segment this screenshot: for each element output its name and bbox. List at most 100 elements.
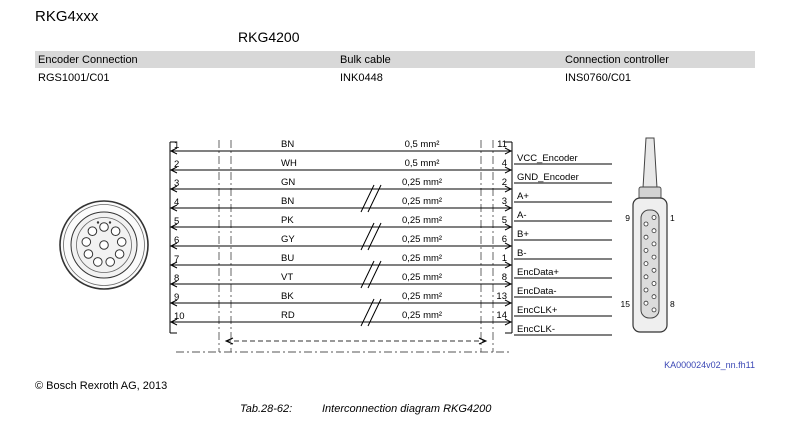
wire-cross-section: 0,25 mm² bbox=[402, 177, 442, 188]
controller-pin-number: 13 bbox=[496, 291, 507, 302]
wire-cross-section: 0,25 mm² bbox=[402, 291, 442, 302]
wire-color-code: RD bbox=[281, 310, 295, 321]
right-arrow-icon bbox=[504, 242, 513, 250]
controller-pin-number: 1 bbox=[502, 253, 507, 264]
encoder-pin-number: 4 bbox=[174, 197, 179, 208]
controller-pin-number: 14 bbox=[496, 310, 507, 321]
right-arrow-icon bbox=[504, 223, 513, 231]
signal-name: B- bbox=[517, 248, 527, 259]
controller-pin-number: 11 bbox=[497, 139, 507, 150]
right-arrow-icon bbox=[504, 280, 513, 288]
left-arrow-icon bbox=[169, 261, 178, 269]
family-title: RKG4xxx bbox=[35, 8, 99, 25]
wire-color-code: GN bbox=[281, 177, 295, 188]
wire-color-code: BN bbox=[281, 139, 294, 150]
dsub-label-bottom-left: 15 bbox=[621, 299, 631, 309]
wire-cross-section: 0,25 mm² bbox=[402, 310, 442, 321]
shield-arrow-right-icon bbox=[478, 337, 488, 345]
signal-name: A- bbox=[517, 210, 527, 221]
dsub-label-bottom-right: 8 bbox=[670, 299, 675, 309]
signal-name: EncCLK- bbox=[517, 324, 555, 335]
table-caption-label: Tab.28-62: bbox=[240, 403, 293, 415]
right-arrow-icon bbox=[504, 299, 513, 307]
cable bbox=[642, 137, 658, 189]
left-arrow-icon bbox=[169, 299, 178, 307]
wire-color-code: WH bbox=[281, 158, 297, 169]
encoder-pin-number: 7 bbox=[174, 254, 179, 265]
controller-pin-number: 3 bbox=[502, 196, 507, 207]
left-arrow-icon bbox=[169, 242, 178, 250]
dsub-connector-drawing: 9 1 15 8 bbox=[621, 137, 675, 333]
wire-cross-section: 0,25 mm² bbox=[402, 196, 442, 207]
index-dot bbox=[96, 221, 100, 224]
index-dot bbox=[108, 221, 112, 224]
connection-controller-value: INS0760/C01 bbox=[565, 72, 632, 84]
bulk-cable-value: INK0448 bbox=[340, 72, 383, 84]
wire-color-code: BN bbox=[281, 196, 294, 207]
encoder-pin-number: 10 bbox=[174, 311, 185, 322]
drawing-reference: KA000024v02_nn.fh11 bbox=[664, 360, 755, 370]
diagram-title: RKG4200 bbox=[238, 29, 300, 45]
right-arrow-icon bbox=[504, 261, 513, 269]
controller-pin-number: 2 bbox=[502, 177, 507, 188]
encoder-pin-number: 6 bbox=[174, 235, 179, 246]
columns-header-bar bbox=[35, 51, 755, 68]
dsub-label-top-left: 9 bbox=[625, 213, 630, 223]
dsub-pins bbox=[643, 215, 657, 313]
right-arrow-icon bbox=[504, 166, 513, 174]
column-header-encoder-connection: Encoder Connection bbox=[38, 54, 138, 66]
signal-name: GND_Encoder bbox=[517, 172, 579, 183]
controller-pin-number: 8 bbox=[502, 272, 507, 283]
right-arrow-icon bbox=[504, 318, 513, 326]
cable-boundaries bbox=[169, 140, 513, 353]
left-arrow-icon bbox=[169, 185, 178, 193]
wire-cross-section: 0,25 mm² bbox=[402, 215, 442, 226]
signal-name: EncData+ bbox=[517, 267, 559, 278]
column-header-bulk-cable: Bulk cable bbox=[340, 54, 391, 66]
signal-name: EncData- bbox=[517, 286, 557, 297]
encoder-pin-number: 5 bbox=[174, 216, 179, 227]
right-arrow-icon bbox=[504, 147, 513, 155]
left-arrow-icon bbox=[169, 204, 178, 212]
encoder-pin-number: 1 bbox=[174, 140, 179, 151]
controller-pin-number: 6 bbox=[502, 234, 507, 245]
left-arrow-icon bbox=[169, 280, 178, 288]
column-header-connection-controller: Connection controller bbox=[565, 54, 669, 66]
dsub-label-top-right: 1 bbox=[670, 213, 675, 223]
signal-name: A+ bbox=[517, 191, 529, 202]
right-arrow-icon bbox=[504, 185, 513, 193]
wire-cross-section: 0,25 mm² bbox=[402, 272, 442, 283]
wire-cross-section: 0,25 mm² bbox=[402, 253, 442, 264]
strain-relief bbox=[638, 186, 662, 200]
left-arrow-icon bbox=[169, 147, 178, 155]
wire-color-code: VT bbox=[281, 272, 293, 283]
encoder-connection-value: RGS1001/C01 bbox=[38, 72, 110, 84]
controller-pin-number: 5 bbox=[502, 215, 507, 226]
encoder-pin-number: 9 bbox=[174, 292, 179, 303]
table-caption-text: Interconnection diagram RKG4200 bbox=[322, 403, 492, 415]
wire-cross-section: 0,5 mm² bbox=[405, 158, 440, 169]
shield-arrow-left-icon bbox=[224, 337, 234, 345]
controller-pin-number: 4 bbox=[502, 158, 507, 169]
wire-cross-section: 0,25 mm² bbox=[402, 234, 442, 245]
wire-cross-section: 0,5 mm² bbox=[405, 139, 440, 150]
left-arrow-icon bbox=[169, 166, 178, 174]
encoder-pin-number: 8 bbox=[174, 273, 179, 284]
encoder-pin-number: 3 bbox=[174, 178, 179, 189]
encoder-connector-drawing bbox=[59, 200, 149, 290]
left-arrow-icon bbox=[169, 223, 178, 231]
copyright-notice: © Bosch Rexroth AG, 2013 bbox=[35, 380, 168, 392]
wire-row-3: 3 GN 0,25 mm² 2A+ bbox=[169, 177, 612, 203]
wire-row-4: 4 BN 0,25 mm² 3A- bbox=[169, 196, 612, 222]
